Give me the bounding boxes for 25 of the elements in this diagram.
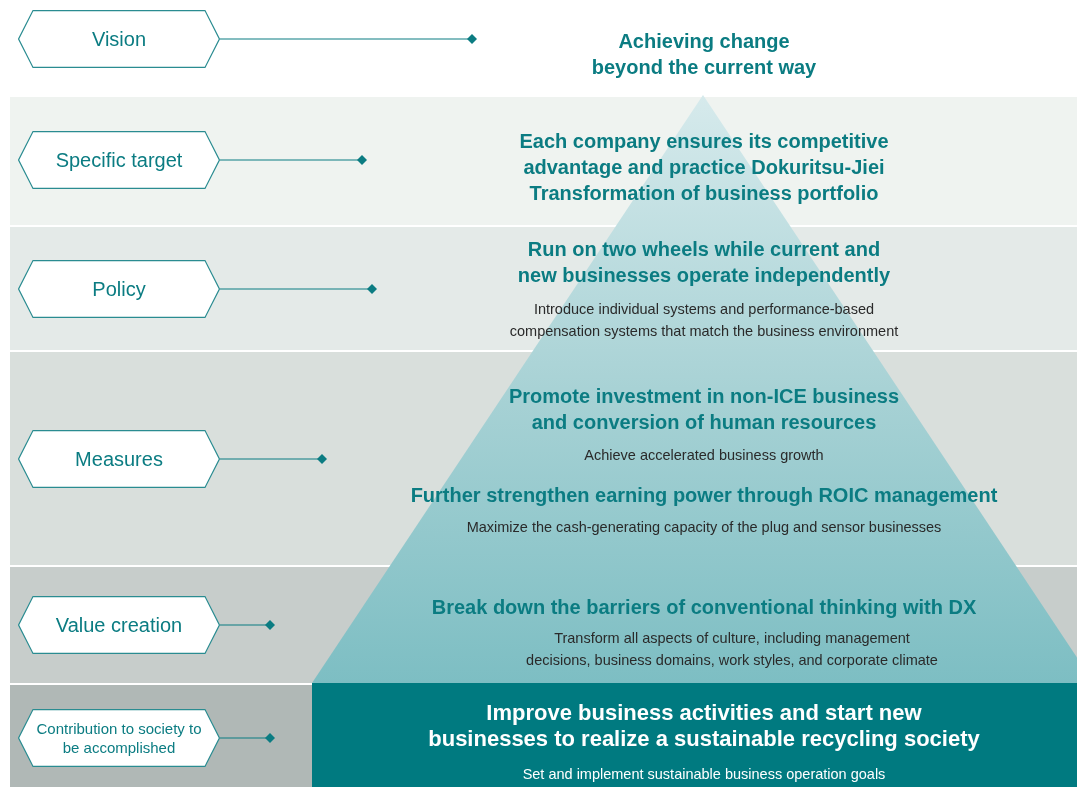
connector-line xyxy=(219,284,377,294)
connector-line xyxy=(219,733,275,743)
tier-description: Set and implement sustainable business operation goals xyxy=(521,765,887,784)
hexagon-label: Policy xyxy=(18,260,220,318)
tier-heading: Achieving change beyond the current way xyxy=(590,29,818,80)
tier-heading: Each company ensures its competitive advantage and practice Dokuritsu-Jiei xyxy=(518,129,890,180)
hexagon-label: Specific target xyxy=(18,131,220,189)
connector-line xyxy=(219,454,327,464)
hexagon-label: Value creation xyxy=(18,596,220,654)
tier-heading: Improve business activities and start new businesses to realize a sustainable recycling society xyxy=(427,700,981,752)
connector-line xyxy=(219,620,275,630)
tier-heading: Transformation of business portfolio xyxy=(528,181,880,206)
tier-heading: Run on two wheels while current and new businesses operate independently xyxy=(516,237,892,288)
connector-line xyxy=(219,34,477,44)
tier-heading: Break down the barriers of conventional thinking with DX xyxy=(430,595,978,620)
tier-description: Introduce individual systems and performance-based compensation systems that match the business environment xyxy=(508,300,900,341)
hexagon-label: Vision xyxy=(18,10,220,68)
hexagon-label: Measures xyxy=(18,430,220,488)
tier-description: Achieve accelerated business growth xyxy=(583,446,825,465)
connector-line xyxy=(219,155,367,165)
tier-description: Transform all aspects of culture, including management decisions, business domains, work styles, and corporate climate xyxy=(525,629,939,670)
tier-description: Maximize the cash-generating capacity of the plug and sensor businesses xyxy=(465,518,943,537)
hexagon-label: Contribution to society to be accomplished xyxy=(18,709,220,767)
tier-heading: Promote investment in non-ICE business and conversion of human resources xyxy=(507,384,901,435)
tier-heading: Further strengthen earning power through ROIC management xyxy=(409,483,999,508)
